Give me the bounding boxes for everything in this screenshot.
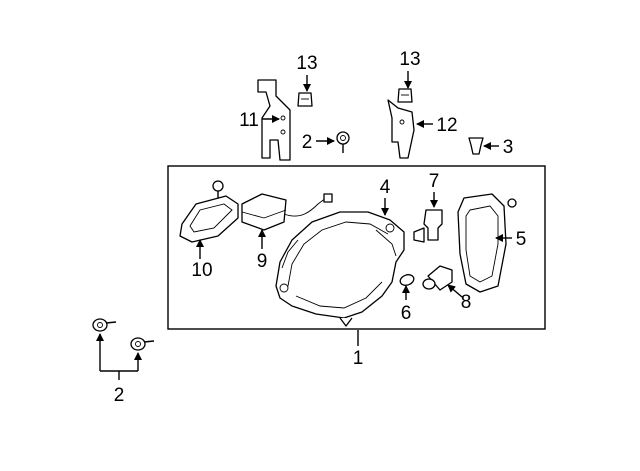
headlamp-housing — [275, 211, 405, 327]
callout-9: 9 — [257, 251, 268, 272]
callout-13-right: 13 — [399, 49, 420, 70]
clip-nut-right — [397, 88, 413, 103]
bolt-top — [336, 131, 350, 153]
callout-7: 7 — [429, 171, 440, 192]
push-pin — [468, 137, 484, 155]
mounting-bracket-right — [387, 99, 415, 159]
side-marker-bulb — [399, 274, 415, 286]
rear-cover — [457, 193, 517, 293]
bolt-bottom-right — [130, 337, 155, 351]
callout-6: 6 — [401, 303, 412, 324]
ballast-module — [241, 193, 333, 231]
clip-nut-left — [297, 92, 313, 107]
callout-10: 10 — [191, 260, 212, 281]
hid-bulb-igniter — [413, 209, 443, 243]
leader-lines — [96, 71, 512, 380]
callout-2-top: 2 — [302, 132, 313, 153]
bolt-bottom-left — [92, 318, 117, 332]
callout-4: 4 — [380, 177, 391, 198]
callout-12: 12 — [436, 115, 457, 136]
callout-8: 8 — [461, 292, 472, 313]
callout-2-bottom: 2 — [114, 385, 125, 406]
callout-1: 1 — [353, 348, 364, 369]
ballast-cover — [179, 180, 239, 243]
callout-5: 5 — [516, 229, 527, 250]
callout-11: 11 — [239, 110, 259, 131]
callout-13-left: 13 — [296, 53, 317, 74]
halogen-bulb — [422, 265, 453, 291]
mounting-bracket-left — [257, 79, 291, 161]
callout-3: 3 — [503, 137, 514, 158]
assembly-frame — [167, 165, 546, 330]
